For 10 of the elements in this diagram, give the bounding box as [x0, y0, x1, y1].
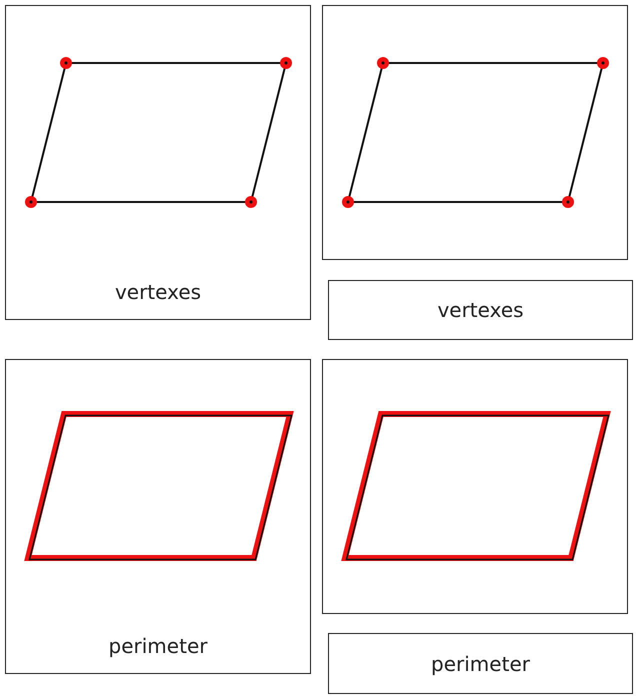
card-caption: vertexes: [436, 298, 525, 322]
picture-card: [322, 5, 628, 260]
picture-card: [5, 359, 311, 674]
card-caption: vertexes: [114, 280, 202, 304]
picture-card: [322, 359, 628, 614]
picture-card: [5, 5, 311, 320]
card-caption: perimeter: [430, 652, 531, 676]
label-card: [328, 633, 633, 694]
label-card: [328, 280, 633, 340]
card-caption: perimeter: [108, 634, 208, 658]
